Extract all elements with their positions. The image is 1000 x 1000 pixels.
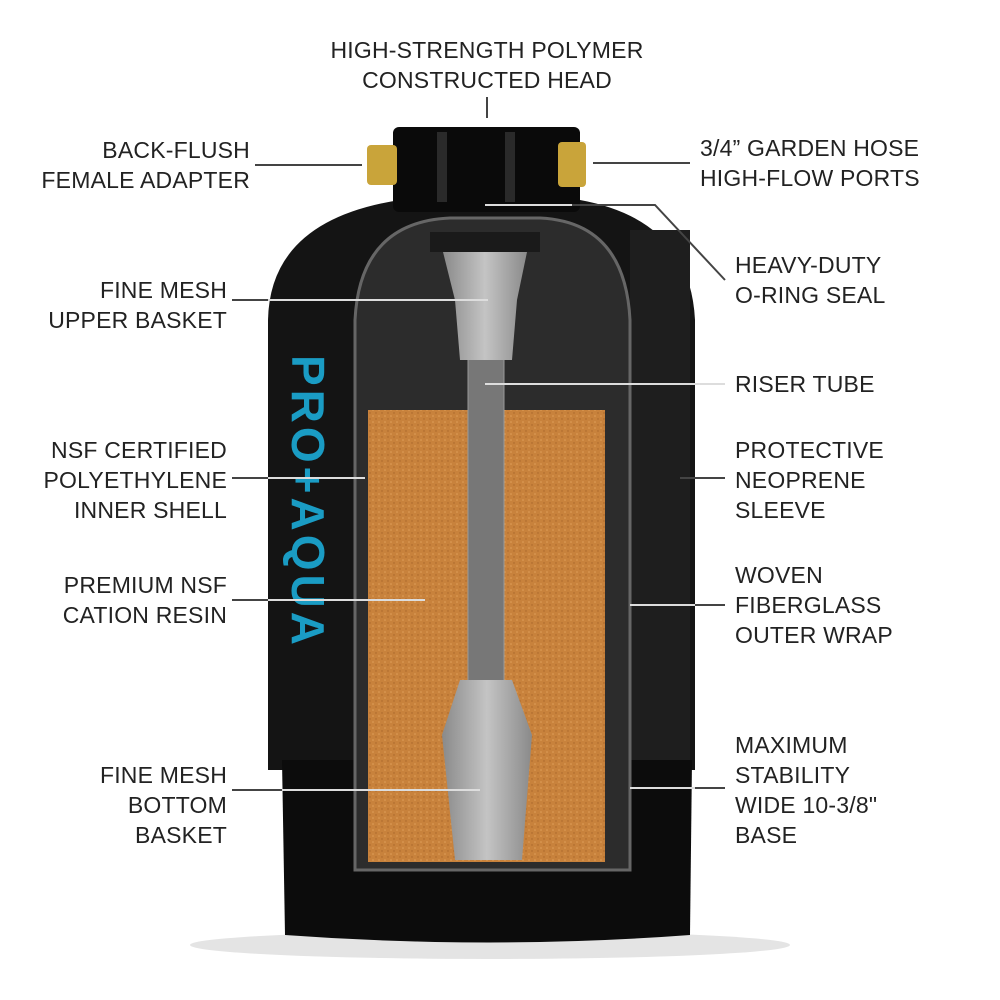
bottom-basket — [442, 680, 532, 860]
riser-tube — [467, 299, 505, 721]
polymer-head — [393, 127, 580, 212]
fiberglass-wrap — [630, 230, 690, 770]
label-riser: RISER TUBE — [735, 371, 875, 397]
upper-basket — [443, 252, 527, 360]
back-flush-adapter — [367, 145, 397, 185]
hose-port — [558, 142, 586, 187]
inner-leader-lines — [268, 204, 725, 791]
logo: PRO+AQUA — [282, 355, 334, 649]
leader-lines — [232, 97, 726, 791]
